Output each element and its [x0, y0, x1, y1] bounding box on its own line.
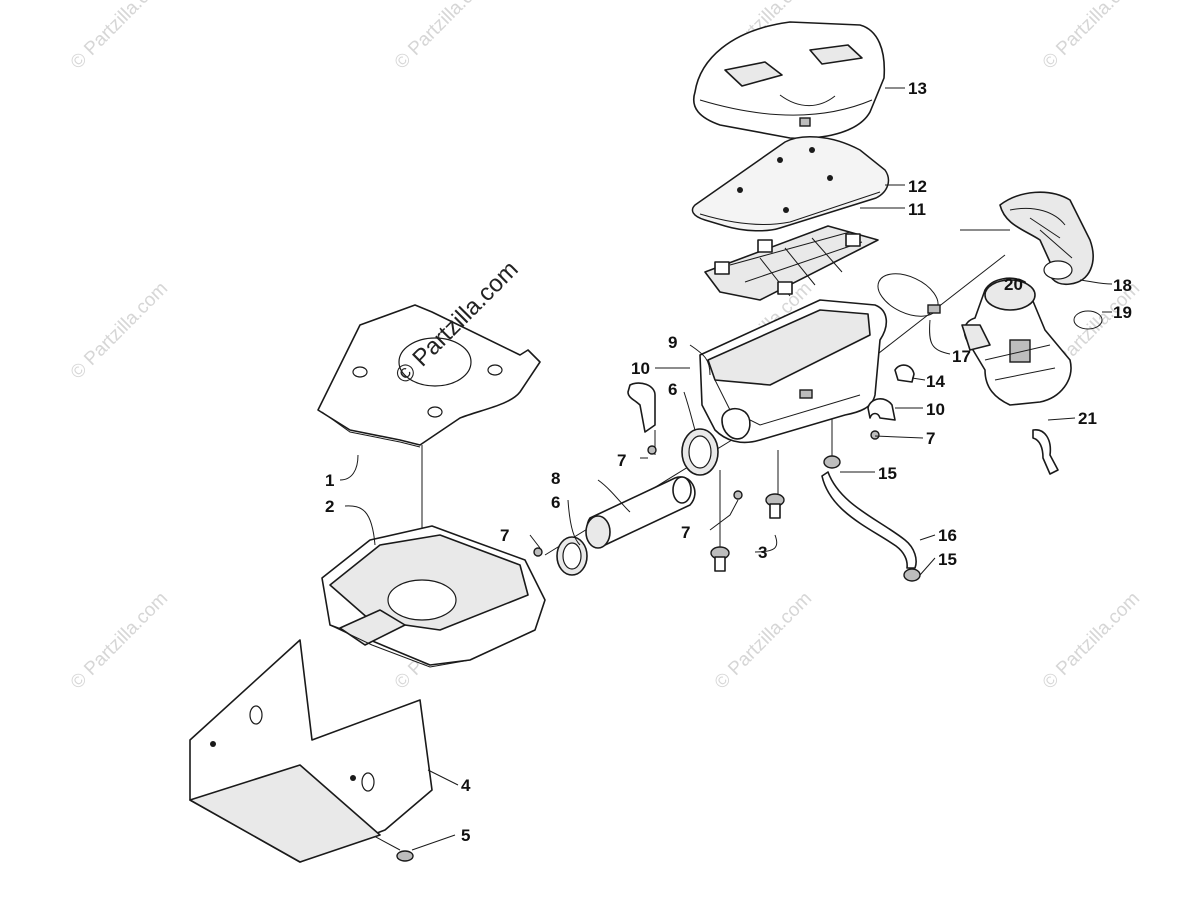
callout-14: 14: [926, 372, 945, 391]
callout-9: 9: [668, 333, 677, 352]
screw: [647, 445, 657, 455]
callout-17: 17: [952, 347, 971, 366]
callout-10-left: 10: [631, 359, 650, 378]
callout-5: 5: [461, 826, 470, 845]
intake-duct: [585, 476, 696, 549]
callout-13: 13: [908, 79, 927, 98]
drain-hose: [821, 471, 917, 569]
watermark: © Partzilla.com: [1039, 0, 1144, 74]
callout-21: 21: [1078, 409, 1097, 428]
callout-6-lower: 6: [551, 493, 560, 512]
callout-1: 1: [325, 471, 334, 490]
bracket-right: [867, 398, 896, 421]
callout-19: 19: [1113, 303, 1132, 322]
fastener: [396, 850, 414, 862]
callout-20: 20: [1004, 275, 1023, 294]
lower-box: [321, 525, 546, 668]
hose-clamp-upper: [823, 455, 841, 469]
screw: [870, 430, 880, 440]
clip: [894, 364, 915, 383]
boot-clamp: [1073, 310, 1103, 330]
vent-tube: [1032, 429, 1059, 475]
band-clamp: [877, 273, 941, 317]
callout-2: 2: [325, 497, 334, 516]
callout-3: 3: [758, 543, 767, 562]
watermark: © Partzilla.com: [391, 0, 496, 74]
heat-shield: [189, 639, 433, 863]
callout-11: 11: [908, 200, 926, 219]
clamp-upper: [681, 428, 719, 476]
filter-cage: [704, 225, 879, 301]
watermark: © Partzilla.com: [67, 588, 172, 693]
screw: [533, 547, 543, 557]
callout-6-upper: 6: [668, 380, 677, 399]
callout-15-upper: 15: [878, 464, 897, 483]
callout-7-upper-left: 7: [617, 451, 626, 470]
callout-7-right: 7: [926, 429, 935, 448]
clamp-lower: [556, 536, 588, 576]
watermark: © Partzilla.com: [1039, 588, 1144, 693]
carburetor: [961, 277, 1072, 406]
callout-7-lower-left: 7: [500, 526, 509, 545]
watermark: © Partzilla.com: [67, 0, 172, 74]
watermark: © Partzilla.com: [711, 588, 816, 693]
callout-8: 8: [551, 469, 560, 488]
callout-4: 4: [461, 776, 471, 795]
callout-16: 16: [938, 526, 957, 545]
air-box: [699, 299, 888, 444]
grommet: [765, 493, 785, 519]
air-filter-element: [691, 136, 890, 232]
callout-7-center: 7: [681, 523, 690, 542]
callout-10-right: 10: [926, 400, 945, 419]
hose-clamp-lower: [903, 568, 921, 582]
callout-18: 18: [1113, 276, 1132, 295]
airbox-cover: [693, 21, 886, 140]
watermark: © Partzilla.com: [67, 278, 172, 383]
screw: [733, 490, 743, 500]
top-plate: [317, 304, 541, 448]
bracket-left: [627, 382, 656, 433]
grommet: [710, 546, 730, 572]
callout-leaders: [339, 87, 1113, 851]
intake-boot: [999, 191, 1094, 286]
callout-12: 12: [908, 177, 927, 196]
callout-15-lower: 15: [938, 550, 957, 569]
callout-labels: 13 12 11 18 19 20 17 14 10 10 9 6 6 7 7 …: [325, 79, 1132, 845]
